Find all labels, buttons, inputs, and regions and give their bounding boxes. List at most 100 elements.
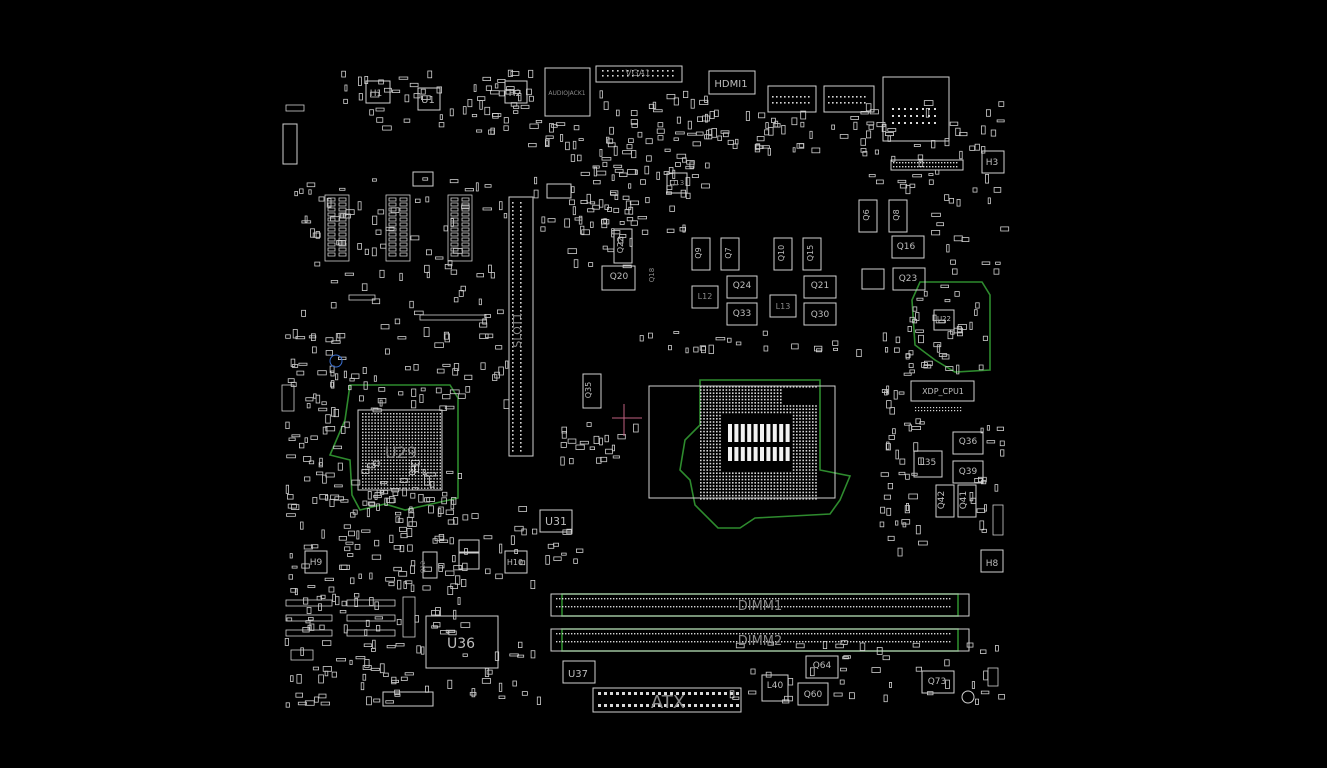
pch-bga-pad (405, 419, 407, 421)
passive-component (362, 366, 367, 374)
q10-mosfet[interactable] (773, 237, 793, 271)
u31-chip[interactable] (539, 509, 573, 533)
vga-connector[interactable] (595, 65, 683, 83)
lga-pad (789, 491, 792, 494)
u36-chip[interactable] (425, 615, 499, 669)
u35-chip[interactable] (422, 551, 438, 579)
audio-jack[interactable] (544, 67, 591, 117)
q33-mosfet[interactable] (726, 302, 758, 326)
q36-mosfet[interactable] (952, 431, 984, 455)
vga-pins-pad (627, 70, 629, 72)
u34-chip[interactable] (458, 552, 480, 570)
u12-chip[interactable] (412, 171, 434, 187)
clock-chip[interactable] (546, 183, 572, 199)
hdmi-connector[interactable] (708, 70, 756, 95)
q64-mosfet[interactable] (805, 655, 839, 679)
q8-mosfet[interactable] (888, 199, 908, 233)
dimm1-pads-pad (919, 606, 921, 608)
q9-mosfet[interactable] (691, 237, 711, 271)
front-panel-header[interactable] (382, 691, 434, 707)
passive-component (355, 656, 366, 660)
l40-inductor[interactable] (761, 674, 789, 702)
l35-inductor[interactable] (913, 450, 943, 478)
refdes-u37: U37 (568, 669, 588, 680)
q6-mosfet[interactable] (858, 199, 878, 233)
h3-mount[interactable] (981, 150, 1005, 174)
q42-mosfet[interactable] (935, 484, 955, 518)
sata-header[interactable] (890, 159, 964, 171)
usb-pins-2-pad (852, 96, 854, 98)
passive-component (876, 179, 884, 185)
lga-pad (748, 398, 750, 401)
u29-pch-outline[interactable] (357, 409, 443, 491)
pch-bga-pad (427, 484, 429, 486)
q60-mosfet[interactable] (797, 682, 829, 706)
q24-mosfet[interactable] (726, 275, 758, 299)
q15-mosfet[interactable] (802, 237, 822, 271)
h1-mount[interactable] (365, 80, 391, 104)
dimm1-pads-pad (826, 598, 828, 600)
lga-pad (773, 485, 776, 487)
dimm1-pads-pad (892, 598, 894, 600)
pch-bga-pad (433, 413, 435, 415)
u13-chip[interactable] (666, 172, 688, 194)
refdes-q13: Q13 (670, 179, 684, 187)
lga-pad (760, 411, 763, 414)
pch-bga-pad (368, 416, 370, 418)
dimm2-pads-pad (781, 641, 783, 643)
l13-inductor[interactable] (769, 294, 797, 318)
lga-pad (712, 475, 715, 478)
dimm1-pads-pad (868, 598, 870, 600)
u37-chip[interactable] (562, 660, 596, 684)
pch-bga-pad (386, 419, 389, 421)
u22-chip[interactable] (933, 309, 955, 331)
xdp-header[interactable] (910, 380, 975, 402)
q7-mosfet[interactable] (720, 237, 740, 271)
q13-mosfet[interactable] (861, 268, 885, 290)
passive-component (476, 273, 484, 278)
q23-mosfet[interactable] (892, 267, 926, 291)
q22-mosfet[interactable] (613, 228, 633, 264)
passive-component (512, 680, 517, 687)
passive-component (464, 374, 473, 381)
q39-mosfet[interactable] (952, 460, 984, 484)
u33-chip[interactable] (458, 539, 480, 553)
usb-port-2[interactable] (823, 85, 875, 113)
q16-mosfet[interactable] (891, 235, 925, 259)
lga-pad (751, 392, 753, 394)
dimm1-slot[interactable] (550, 593, 970, 617)
pci-slot[interactable] (508, 196, 534, 457)
u1-chip[interactable] (417, 87, 441, 111)
atx-connector[interactable] (592, 687, 742, 713)
q73-mosfet[interactable] (921, 670, 955, 694)
lga-pad (789, 485, 792, 487)
h2-mount[interactable] (504, 80, 528, 104)
dimm1-pads-pad (910, 606, 912, 608)
q30-mosfet[interactable] (803, 302, 837, 326)
passive-component (705, 113, 708, 123)
passive-component (340, 499, 349, 503)
q20-mosfet[interactable] (601, 265, 636, 291)
passive-component (450, 218, 454, 227)
lga-pad (709, 389, 712, 391)
dimm1-pads-pad (856, 606, 858, 608)
usb-port-1[interactable] (767, 85, 817, 113)
q21-mosfet[interactable] (803, 275, 837, 299)
passive-component (498, 366, 504, 376)
passive-component (356, 530, 360, 540)
dimm1-pads-pad (844, 598, 846, 600)
q41-mosfet[interactable] (957, 484, 977, 518)
dimm2-slot[interactable] (550, 628, 970, 652)
dimm1-pads-pad (586, 606, 588, 608)
l12-inductor[interactable] (691, 285, 719, 309)
usb-header-left[interactable] (282, 123, 298, 165)
h9-mount[interactable] (304, 550, 328, 574)
pch-bga-pad (365, 428, 367, 430)
lan-port[interactable] (882, 76, 950, 142)
dimm1-pads-pad (673, 598, 675, 600)
q35-mosfet[interactable] (582, 373, 602, 409)
h10-mount[interactable] (504, 550, 528, 574)
battery-holder[interactable] (961, 690, 975, 704)
h8-mount[interactable] (980, 549, 1004, 573)
